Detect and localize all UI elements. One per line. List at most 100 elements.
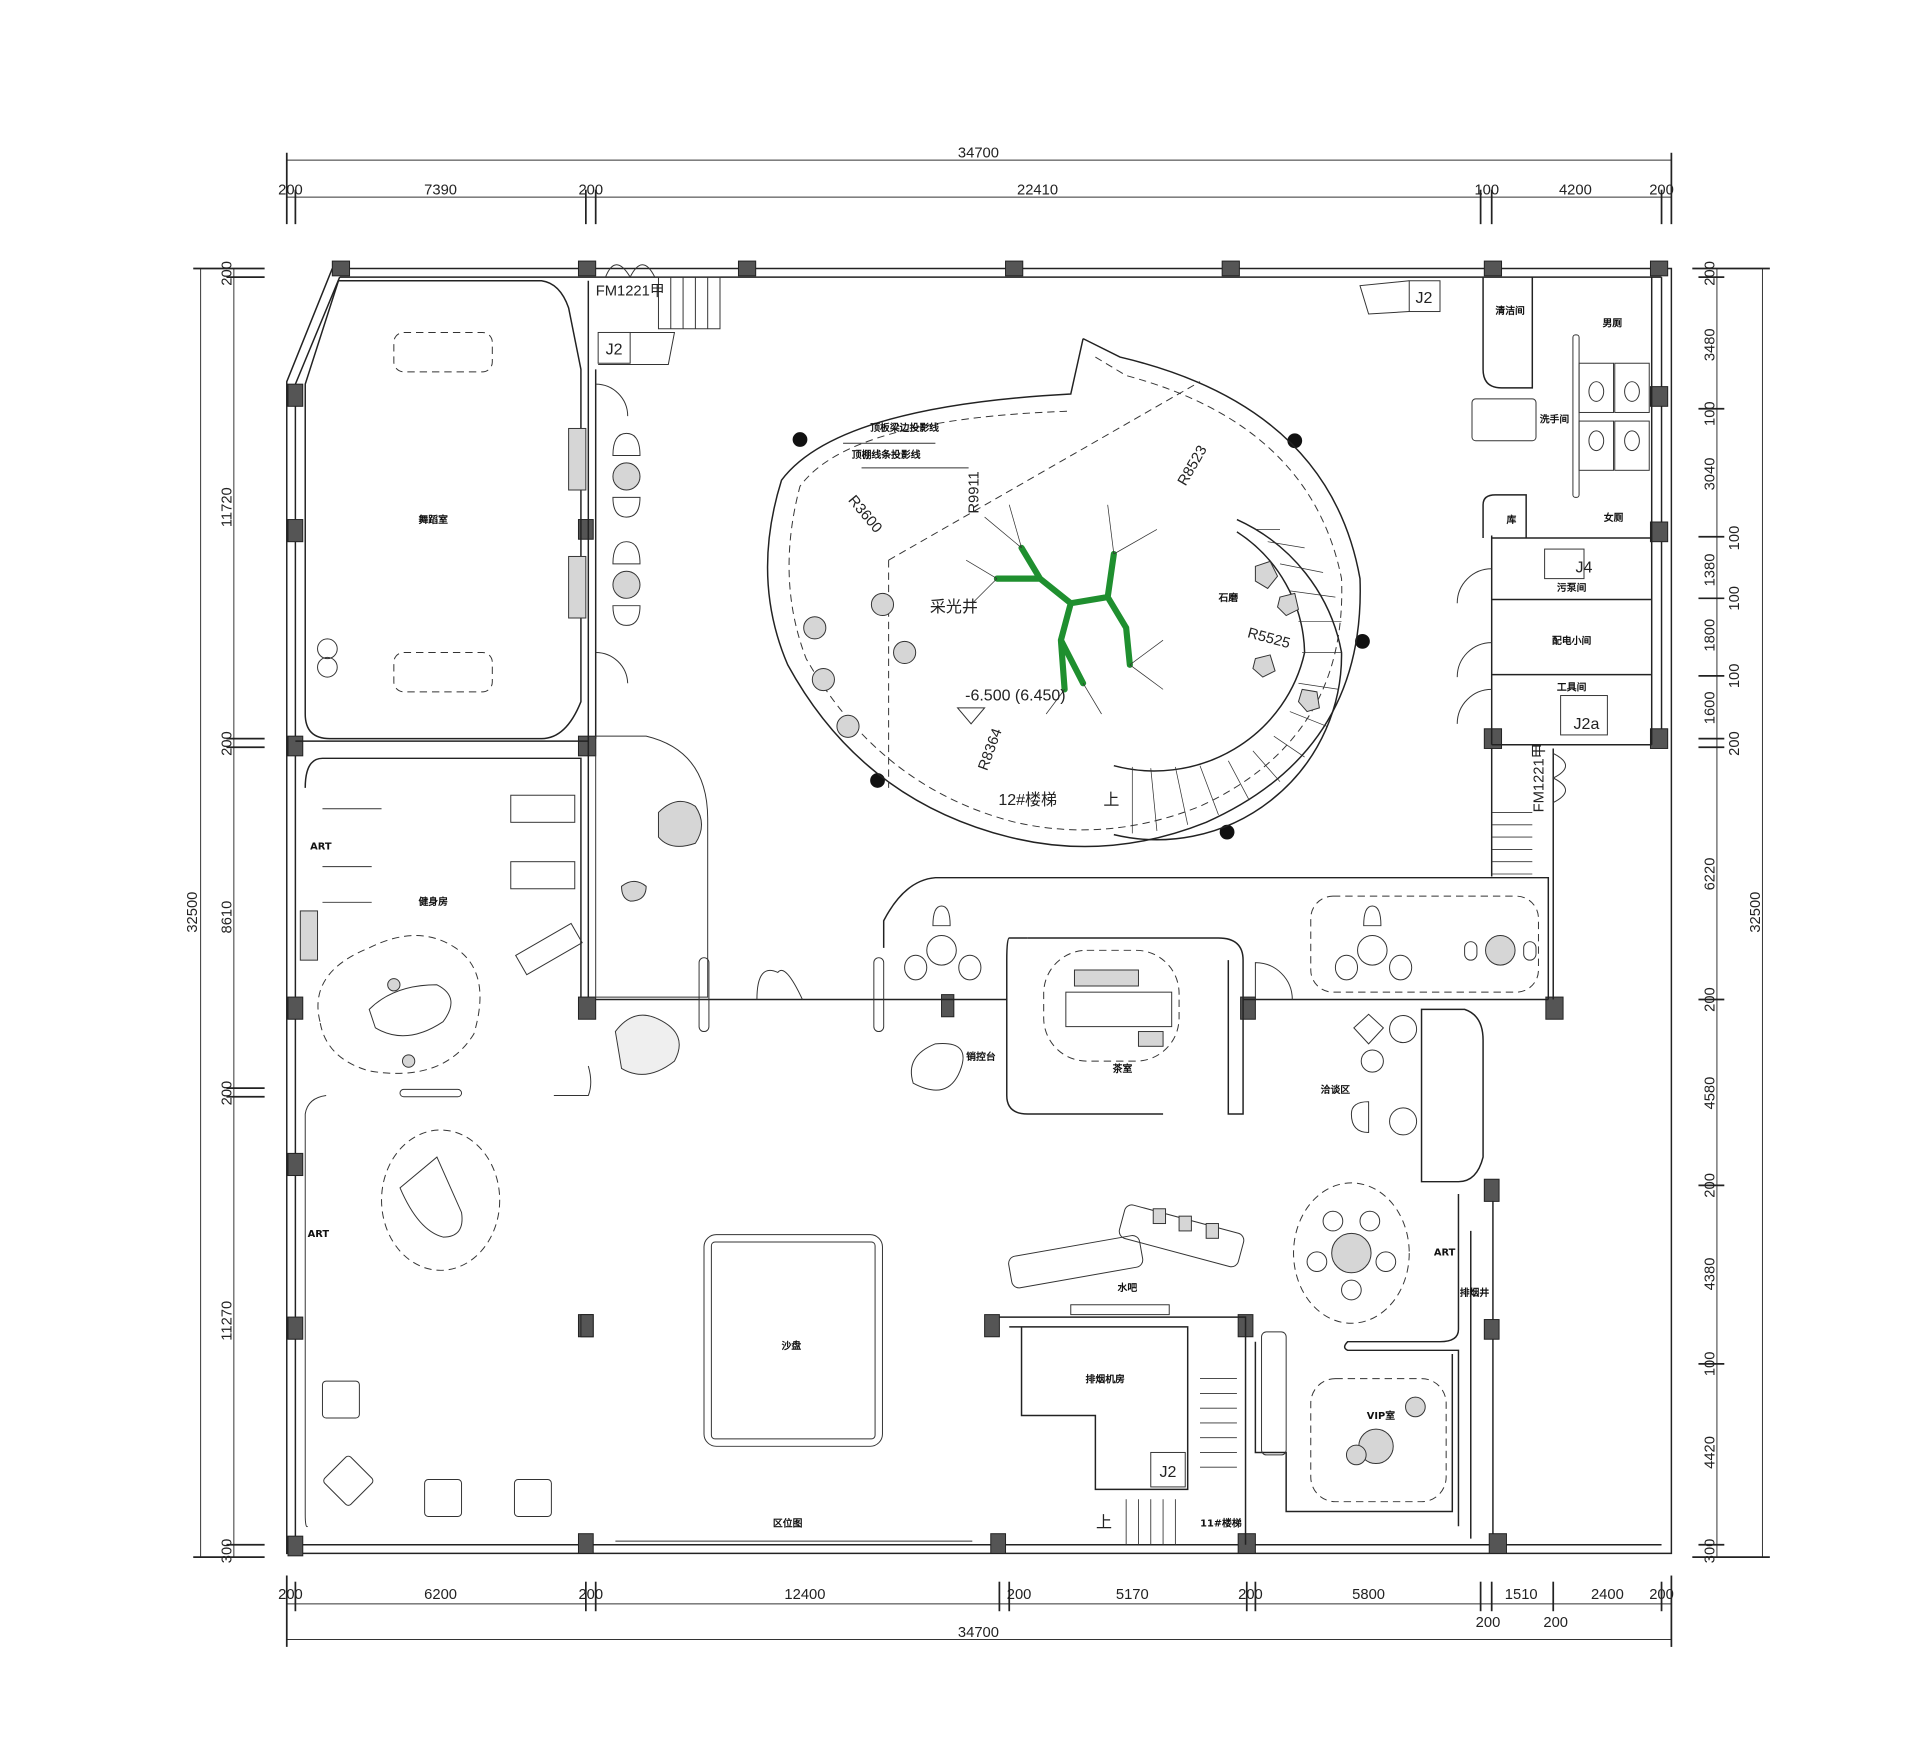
column xyxy=(792,432,808,447)
dim-label: 300 xyxy=(219,1539,235,1564)
dimension-bottom: 200 6200 200 12400 200 5170 200 5800 151… xyxy=(278,1575,1674,1647)
dim-label: 4420 xyxy=(1702,1436,1718,1469)
radius-label: R3600 xyxy=(845,493,885,537)
column xyxy=(331,260,351,277)
dim-label: 4580 xyxy=(1702,1077,1718,1110)
column xyxy=(577,519,594,540)
dim-label: 5800 xyxy=(1352,1587,1385,1603)
service-block: J4 J2a J2 清洁间 男厕 洗手间 女厕 库 污泵间 配电小间 工具间 F… xyxy=(1359,277,1653,1000)
elevation-label: -6.500 (6.450) xyxy=(965,687,1066,704)
column xyxy=(287,519,304,543)
dim-label: 1510 xyxy=(1505,1587,1538,1603)
dim-label: 200 xyxy=(1476,1615,1501,1631)
room-label-location-map: 区位图 xyxy=(773,1516,803,1529)
dim-label: 200 xyxy=(219,261,235,286)
room-label-cleaning: 清洁间 xyxy=(1495,304,1525,317)
dim-label: 2400 xyxy=(1591,1587,1624,1603)
up-label: 上 xyxy=(1096,1514,1112,1532)
column xyxy=(737,260,757,277)
shaft-label: J2 xyxy=(606,342,623,359)
dim-label: 200 xyxy=(1702,1173,1718,1198)
column xyxy=(1488,1533,1507,1554)
radius-label: R8523 xyxy=(1175,443,1211,489)
dim-label: 11270 xyxy=(219,1301,235,1341)
room-label-negotiation: 洽谈区 xyxy=(1321,1083,1351,1096)
room-label-sandtable: 沙盘 xyxy=(782,1339,802,1352)
dim-label: 200 xyxy=(219,1081,235,1106)
column xyxy=(984,1314,1000,1338)
room-label-dance: 舞蹈室 xyxy=(418,513,448,526)
shaft-label: J2a xyxy=(1574,716,1600,733)
dim-label: 200 xyxy=(578,183,603,199)
column xyxy=(577,735,597,757)
dim-left-total: 32500 xyxy=(185,892,201,933)
radius-label: R5525 xyxy=(1246,625,1292,652)
dimension-right: 32500 200 3480 100 3040 100 1380 100 180… xyxy=(1692,261,1770,1563)
column xyxy=(287,996,304,1020)
dim-label: 22410 xyxy=(1017,183,1058,199)
water-bar: 水吧 xyxy=(1008,1204,1245,1316)
column xyxy=(1237,1533,1256,1554)
room-label-mens: 男厕 xyxy=(1602,317,1622,329)
dim-label: 100 xyxy=(1727,664,1743,689)
dim-label: 200 xyxy=(578,1587,603,1603)
art-label: ART xyxy=(308,1229,330,1240)
dim-label: 200 xyxy=(1702,987,1718,1012)
exterior-walls xyxy=(286,267,1673,1555)
structural-columns xyxy=(287,260,1669,1557)
dim-bottom-total: 34700 xyxy=(958,1625,999,1641)
room-label-tools: 工具间 xyxy=(1557,681,1587,694)
dim-label: 4200 xyxy=(1559,183,1592,199)
dim-label: 200 xyxy=(1007,1587,1032,1603)
door-label: FM1221甲 xyxy=(596,284,665,300)
column xyxy=(1221,260,1240,277)
dim-label: 200 xyxy=(219,731,235,756)
column xyxy=(1483,1319,1500,1340)
tea-room: 茶室 xyxy=(1006,937,1293,1115)
column xyxy=(1219,824,1235,840)
dim-label: 100 xyxy=(1474,183,1499,199)
column xyxy=(287,1316,304,1340)
dimension-left: 32500 200 11720 200 8610 200 11270 300 xyxy=(185,261,265,1563)
dim-label: 200 xyxy=(1649,1587,1674,1603)
room-label-storage: 库 xyxy=(1506,513,1516,526)
dim-label: 12400 xyxy=(784,1587,825,1603)
dim-label: 6220 xyxy=(1702,858,1718,891)
column xyxy=(1240,996,1256,1020)
column xyxy=(1483,260,1503,277)
entrance-stair-nw: J2 FM1221甲 xyxy=(596,264,721,365)
tree-icon xyxy=(993,544,1133,693)
negotiation-area: 洽谈区 xyxy=(1321,1008,1484,1183)
column xyxy=(990,1533,1007,1554)
column xyxy=(287,735,304,757)
room-label-smoke-shaft: 排烟井 xyxy=(1460,1286,1490,1299)
lounge-band: 销控台 xyxy=(595,876,1550,1091)
dim-label: 200 xyxy=(278,1587,303,1603)
southwest-hall: 沙盘 区位图 ART xyxy=(304,1095,973,1542)
room-label-electrical: 配电小间 xyxy=(1552,634,1591,647)
gym-room: 健身房 ART xyxy=(299,757,592,1098)
dim-label: 3040 xyxy=(1702,458,1718,491)
room-label-stair12: 12#楼梯 xyxy=(998,791,1057,809)
dim-label: 100 xyxy=(1702,401,1718,426)
bar-seating xyxy=(612,432,641,626)
dim-label: 3480 xyxy=(1702,328,1718,361)
dim-label: 200 xyxy=(1238,1587,1263,1603)
room-label-vip: VIP室 xyxy=(1367,1409,1395,1422)
dim-top-total: 34700 xyxy=(958,146,999,162)
column xyxy=(287,1152,304,1177)
column xyxy=(1649,728,1669,749)
room-label-sales: 销控台 xyxy=(966,1050,996,1063)
dim-label: 200 xyxy=(1702,261,1718,286)
ceiling-line-note: 顶棚线条投影线 xyxy=(852,448,921,461)
room-label-stair11: 11#楼梯 xyxy=(1200,1516,1242,1529)
room-label-sewage-pump: 污泵间 xyxy=(1557,581,1587,594)
dim-label: 7390 xyxy=(424,183,457,199)
round-table xyxy=(1293,1182,1410,1324)
dim-label: 100 xyxy=(1727,526,1743,551)
lightwell: 顶板梁边投影线 顶棚线条投影线 R9911 R8523 R3600 R5525 … xyxy=(766,337,1361,848)
dim-label: 4380 xyxy=(1702,1258,1718,1291)
column xyxy=(577,260,597,277)
dim-label: 5170 xyxy=(1116,1587,1149,1603)
dim-label: 100 xyxy=(1702,1352,1718,1377)
